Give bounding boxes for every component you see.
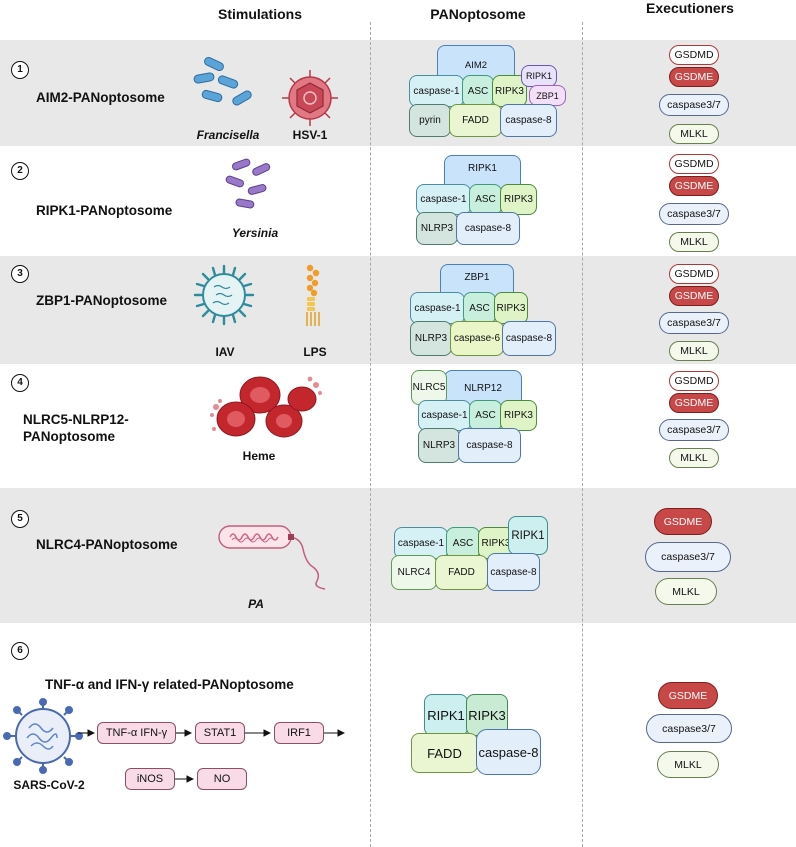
row-title-1: AIM2-PANoptosome	[36, 90, 165, 105]
executioner-gsdmd: GSDMD	[669, 371, 719, 391]
row-title-3: ZBP1-PANoptosome	[36, 293, 168, 308]
pathway-no: NO	[197, 768, 247, 790]
lps-molecule-icon	[306, 264, 320, 326]
complex-caspase-1: caspase-1	[416, 184, 471, 215]
executioner-caspase3-7: caspase3/7	[659, 94, 729, 116]
stimulus-hsv1: HSV-1	[292, 128, 328, 142]
executioner-gsdme: GSDME	[669, 393, 719, 413]
complex-nlrp3: NLRP3	[410, 321, 452, 356]
row-title-2: RIPK1-PANoptosome	[36, 203, 173, 218]
stimulus-lps: LPS	[303, 345, 327, 359]
row-title-5: NLRC4-PANoptosome	[36, 537, 178, 552]
complex-ripk3: RIPK3	[500, 400, 537, 431]
row-number-4: 4	[11, 374, 29, 392]
executioner-mlkl: MLKL	[669, 448, 719, 468]
complex-caspase-8: caspase-8	[476, 729, 541, 775]
complex-caspase-8: caspase-8	[487, 553, 540, 591]
pathway-inos: iNOS	[125, 768, 175, 790]
executioner-gsdme: GSDME	[669, 286, 719, 306]
row-number-3: 3	[11, 265, 29, 283]
complex-ripk3: RIPK3	[466, 694, 508, 736]
pathway-stat1: STAT1	[195, 722, 245, 744]
row-number-2: 2	[11, 162, 29, 180]
row-number-5: 5	[11, 510, 29, 528]
executioner-gsdmd: GSDMD	[669, 154, 719, 174]
executioner-mlkl: MLKL	[655, 578, 717, 605]
executioner-gsdme: GSDME	[669, 176, 719, 196]
complex-caspase-8: caspase-8	[458, 428, 521, 463]
complex-nlrp3: NLRP3	[418, 428, 460, 463]
complex-asc: ASC	[463, 292, 496, 324]
executioner-gsdme: GSDME	[658, 682, 718, 709]
row-title-6: TNF-α and IFN-γ related-PANoptosome	[45, 677, 294, 692]
sars-cov-2-virus-icon	[3, 698, 83, 774]
stimulus-francisella: Francisella	[196, 128, 260, 142]
column-divider-right	[582, 22, 583, 847]
row-number-1: 1	[11, 61, 29, 79]
complex-caspase-8: caspase-8	[502, 321, 556, 356]
pathway-tnf-ifn: TNF-α IFN-γ	[97, 722, 176, 744]
column-divider-left	[370, 22, 371, 847]
iav-virus-icon	[193, 264, 255, 326]
stimulus-sars-cov-2: SARS-CoV-2	[13, 778, 85, 792]
complex-fadd: FADD	[411, 733, 478, 773]
executioner-caspase3-7: caspase3/7	[659, 203, 729, 225]
executioner-mlkl: MLKL	[669, 341, 719, 361]
row-title-4-line-2: PANoptosome	[23, 429, 116, 444]
pathway-irf1: IRF1	[274, 722, 324, 744]
row-band-3	[0, 256, 796, 364]
executioner-mlkl: MLKL	[669, 124, 719, 144]
complex-ripk1: RIPK1	[424, 694, 468, 736]
complex-asc: ASC	[446, 527, 480, 559]
executioner-caspase3-7: caspase3/7	[646, 714, 732, 743]
row-title-4-line-1: NLRC5-NLRP12-	[23, 412, 129, 427]
complex-caspase-8: caspase-8	[456, 212, 520, 245]
executioner-caspase3-7: caspase3/7	[659, 312, 729, 334]
executioner-gsdme: GSDME	[654, 508, 712, 535]
executioner-gsdmd: GSDMD	[669, 45, 719, 65]
francisella-bacteria-icon	[193, 56, 252, 106]
executioner-mlkl: MLKL	[657, 751, 719, 778]
complex-caspase-1: caspase-1	[394, 527, 448, 559]
row-band-1	[0, 40, 796, 146]
executioner-caspase3-7: caspase3/7	[659, 419, 729, 441]
pa-bacterium-icon	[218, 525, 326, 590]
heme-red-blood-cells-icon	[210, 376, 322, 438]
complex-caspase-6: caspase-6	[450, 321, 504, 356]
header-stimulations: Stimulations	[217, 6, 302, 22]
complex-ripk3: RIPK3	[494, 292, 528, 324]
complex-pyrin: pyrin	[409, 104, 451, 137]
executioner-caspase3-7: caspase3/7	[645, 542, 731, 572]
stimulus-yersinia: Yersinia	[231, 226, 279, 240]
executioner-mlkl: MLKL	[669, 232, 719, 252]
executioner-gsdme: GSDME	[669, 67, 719, 87]
complex-fadd: FADD	[449, 104, 502, 137]
complex-nlrp3: NLRP3	[416, 212, 458, 245]
executioner-gsdmd: GSDMD	[669, 264, 719, 284]
hsv1-virus-icon	[282, 70, 338, 126]
header-panoptosome: PANoptosome	[430, 6, 526, 22]
header-executioners: Executioners	[646, 0, 734, 16]
complex-caspase-8: caspase-8	[500, 104, 557, 137]
yersinia-bacteria-icon	[225, 158, 271, 209]
row-number-6: 6	[11, 642, 29, 660]
stimulus-heme: Heme	[242, 449, 276, 463]
stimulus-iav: IAV	[215, 345, 235, 359]
complex-nlrc5: NLRC5	[411, 370, 447, 405]
stimulus-pa: PA	[248, 597, 264, 611]
